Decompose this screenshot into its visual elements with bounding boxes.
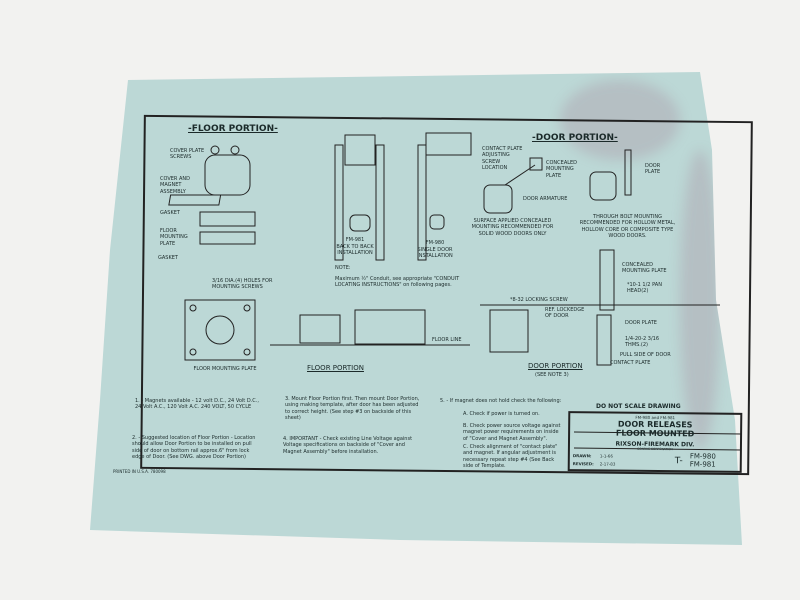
door-portion-title: -DOOR PORTION- xyxy=(532,133,618,143)
through-bolt: THROUGH BOLT MOUNTING RECOMMENDED FOR HO… xyxy=(579,214,676,239)
drawn-value: 1-1-66 xyxy=(599,453,613,459)
door-section-title: DOOR PORTION xyxy=(528,362,583,370)
label-mounting-plate: FLOOR MOUNTING PLATE xyxy=(160,228,188,247)
instruction-5a: A. Check if power is turned on. xyxy=(463,411,540,417)
printed-note: PRINTED IN U.S.A. 780098 xyxy=(113,469,166,474)
instruction-5: 5. - If magnet does not hold check the f… xyxy=(440,398,562,404)
drawn-label: DRAWN: xyxy=(572,453,592,459)
label-adjusting-screw: CONTACT PLATE ADJUSTING SCREW LOCATION xyxy=(482,146,523,171)
detail-label: 1/4-20-2 3/16 THMS.(2) xyxy=(625,336,660,349)
title-divider xyxy=(573,447,742,451)
surface-mounting: SURFACE APPLIED CONCEALED MOUNTING RECOM… xyxy=(471,218,554,237)
detail-label: REF. LOCKEDGE OF DOOR xyxy=(545,307,585,320)
door-units xyxy=(483,149,632,214)
label-gasket-2: GASKET xyxy=(158,255,178,261)
drawing-number-2: FM-981 xyxy=(689,460,716,469)
title-divider xyxy=(573,431,742,435)
title-block: FM-980 and FM-981 DOOR RELEASES FLOOR MO… xyxy=(567,411,743,473)
instruction-2: 2. - Suggested location of Floor Portion… xyxy=(132,435,256,460)
door-detail xyxy=(480,249,720,366)
holes-note: 3/16 DIA.(4) HOLES FOR MOUNTING SCREWS xyxy=(212,278,273,291)
floor-portion-title: -FLOOR PORTION- xyxy=(188,124,278,134)
label-cover-magnet: COVER AND MAGNET ASSEMBLY xyxy=(160,176,190,195)
drawing-number-prefix: T- xyxy=(674,456,683,467)
floor-line-label: FLOOR LINE xyxy=(432,337,462,343)
door-section-note: (SEE NOTE 3) xyxy=(535,372,569,378)
note-text: Maximum ½" Conduit, see appropriate "CON… xyxy=(335,276,460,289)
note-heading: NOTE: xyxy=(335,265,351,271)
label-door-armature: DOOR ARMATURE xyxy=(523,196,568,202)
caption-fm980: SINGLE DOOR INSTALLATION xyxy=(417,247,453,260)
label-gasket: GASKET xyxy=(160,210,180,216)
detail-label: CONCEALED MOUNTING PLATE xyxy=(622,262,667,275)
model-fm980: FM-980 xyxy=(425,240,445,246)
detail-label: *8-32 LOCKING SCREW xyxy=(510,297,568,303)
stain xyxy=(680,150,720,450)
revised-value: 2-17-83 xyxy=(599,461,616,467)
detail-label: CONTACT PLATE xyxy=(610,360,651,366)
floor-unit-exploded xyxy=(168,145,256,245)
do-not-scale: DO NOT SCALE DRAWING xyxy=(596,403,681,410)
instruction-1: 1. - Magnets available - 12 volt D.C., 2… xyxy=(135,398,259,411)
instruction-4: 4. IMPORTANT - Check existing Line Volta… xyxy=(283,436,413,455)
instruction-5b: B. Check power source voltage against ma… xyxy=(463,423,561,442)
floor-plate-plan xyxy=(184,299,256,361)
label-cover-screws: COVER PLATE SCREWS xyxy=(170,148,205,161)
detail-label: DOOR PLATE xyxy=(625,320,657,326)
label-door-plate: DOOR PLATE xyxy=(645,163,661,176)
model-fm981: FM-981 xyxy=(345,237,365,243)
title-line-2: FLOOR MOUNTED xyxy=(615,428,695,439)
installation-views xyxy=(334,132,472,261)
caption-fm981: BACK TO BACK INSTALLATION xyxy=(336,244,374,257)
label-concealed-plate: CONCEALED MOUNTING PLATE xyxy=(546,160,578,179)
stain xyxy=(560,80,680,160)
floor-section-title: FLOOR PORTION xyxy=(307,364,364,372)
plate-caption: FLOOR MOUNTING PLATE xyxy=(193,366,257,372)
revised-label: REVISED: xyxy=(572,461,594,467)
instruction-5c: C. Check alignment of "contact plate" an… xyxy=(463,444,558,469)
detail-label: PULL SIDE OF DOOR xyxy=(620,352,671,358)
detail-label: *10-1 1/2 PAN HEAD(2) xyxy=(627,282,662,295)
floor-section-views xyxy=(270,309,470,346)
instruction-3: 3. Mount Floor Portion first. Then mount… xyxy=(285,396,420,421)
